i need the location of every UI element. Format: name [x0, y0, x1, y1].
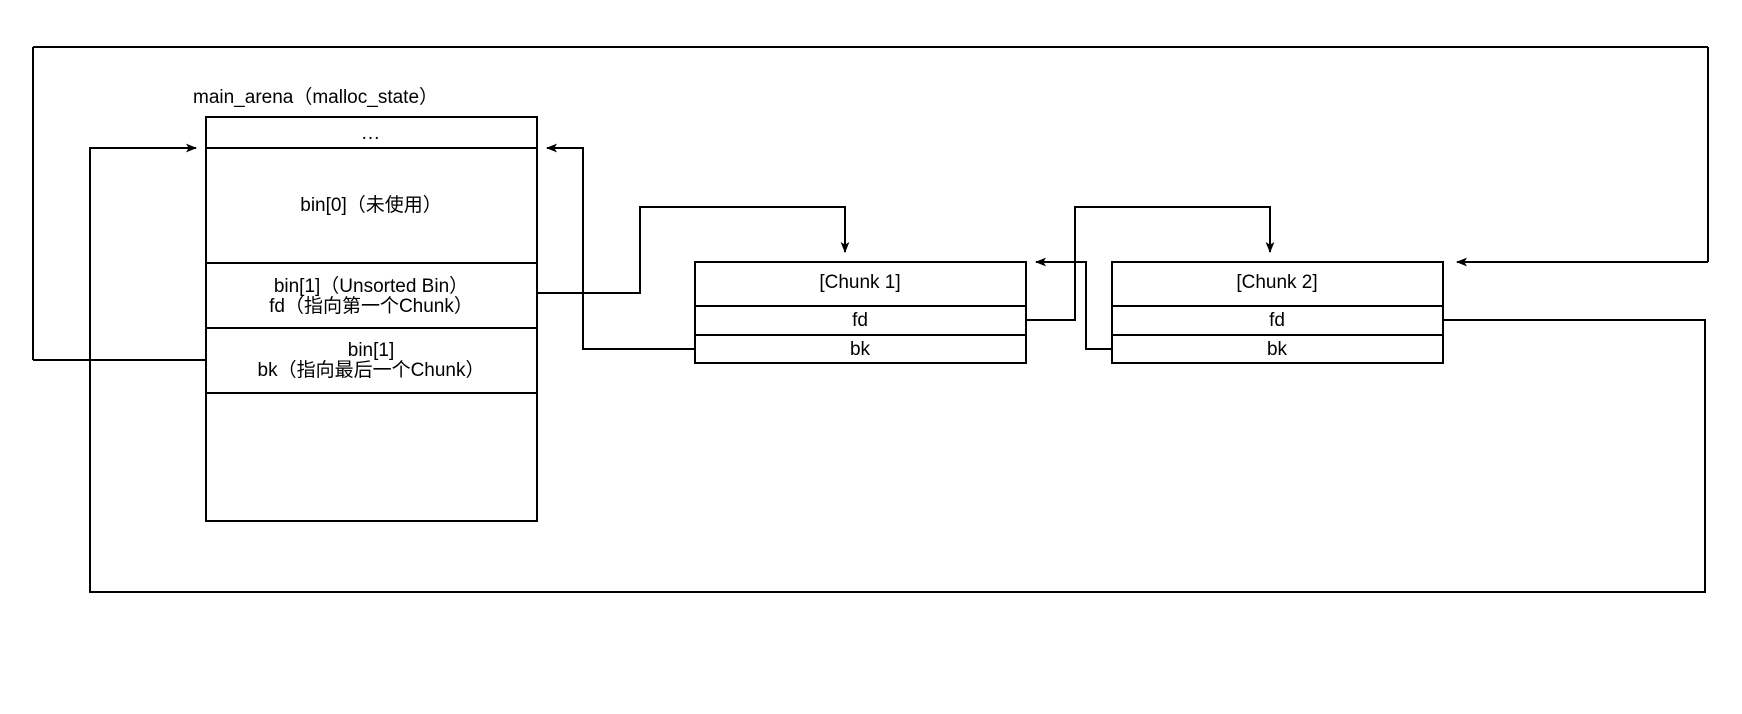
chunk-1-group: [Chunk 1] fd bk — [694, 261, 1027, 364]
arena-bin1-fd-label-line1: bin[1]（Unsorted Bin） — [274, 275, 468, 297]
chunk-2-header-label: [Chunk 2] — [1236, 272, 1317, 293]
main-arena-title: main_arena（malloc_state） — [193, 86, 438, 108]
chunk-1-box — [694, 261, 1027, 364]
chunk-1-bk-label: bk — [850, 339, 871, 360]
main-arena-box — [205, 116, 538, 522]
edge-arena-fd-to-chunk1-path — [537, 206, 850, 294]
arena-bin0-label: bin[0]（未使用） — [300, 194, 441, 216]
edge-chunk2-fd-to-arena — [89, 143, 1706, 593]
edge-chunk1-fd-to-chunk2-path — [1026, 206, 1275, 321]
chunk-2-fd-label: fd — [1269, 310, 1285, 331]
arena-bin1-bk-label-line1: bin[1] — [348, 340, 394, 361]
chunk-2-box — [1111, 261, 1444, 364]
edge-chunk1-fd-to-chunk2 — [1026, 206, 1275, 321]
arena-bin1-fd-label-line2: fd（指向第一个Chunk） — [269, 295, 473, 317]
chunk-1-fd-label: fd — [852, 310, 868, 331]
edge-chunk2-bk-to-chunk1-path — [1035, 257, 1112, 350]
arena-bin1-bk-label-line2: bk（指向最后一个Chunk） — [258, 359, 485, 381]
edge-chunk1-bk-to-arena — [546, 143, 695, 350]
arena-ellipsis-label: ... — [362, 123, 381, 144]
main-arena-group: main_arena（malloc_state） ... bin[0]（未使用）… — [193, 86, 538, 522]
edge-chunk2-fd-to-arena-path — [89, 143, 1706, 593]
chunk-1-header-label: [Chunk 1] — [819, 272, 900, 293]
edge-outer-loop — [32, 46, 1709, 361]
edge-chunk2-bk-to-chunk1 — [1035, 257, 1112, 350]
chunk-2-bk-label: bk — [1267, 339, 1288, 360]
chunk-2-group: [Chunk 2] fd bk — [1111, 261, 1444, 364]
edge-arena-fd-to-chunk1 — [537, 206, 850, 294]
edge-chunk1-bk-to-arena-path — [546, 143, 695, 350]
